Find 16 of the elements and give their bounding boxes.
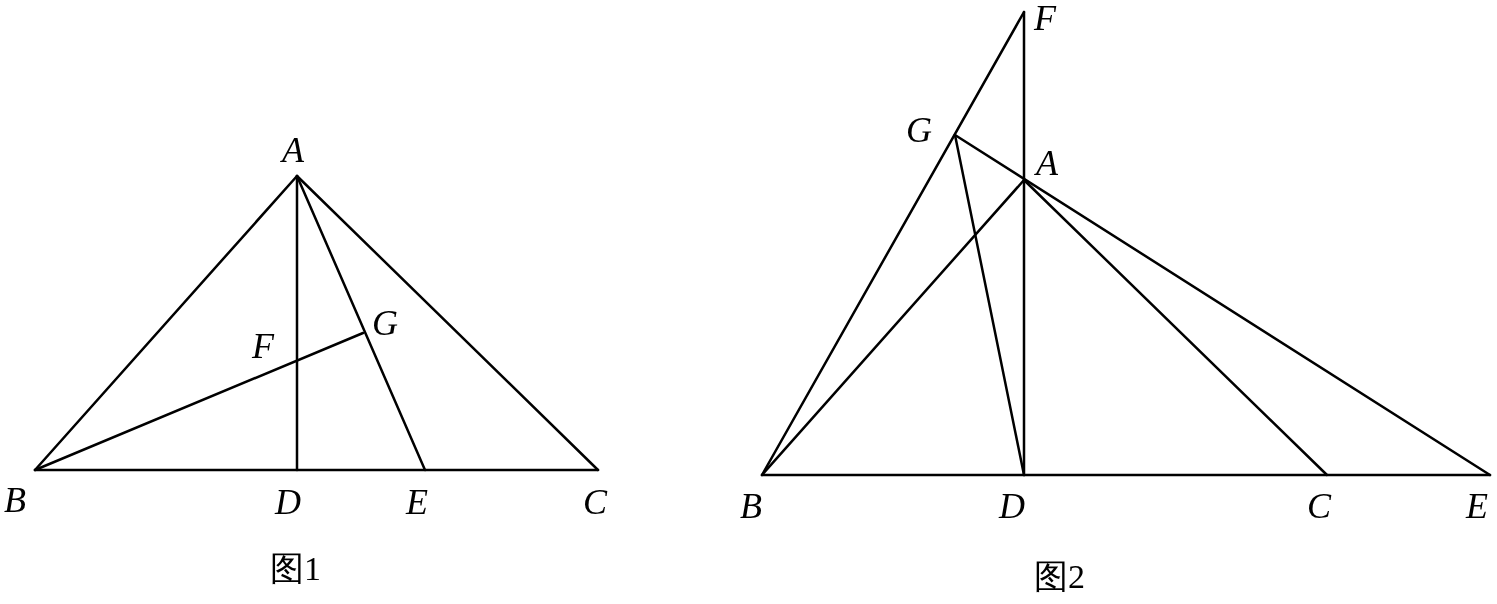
point-label: G [372, 305, 398, 341]
point-label: D [999, 488, 1025, 524]
point-label: E [1466, 488, 1488, 524]
point-label: B [4, 482, 26, 518]
point-label: A [282, 132, 304, 168]
figure-caption: 图2 [1034, 560, 1085, 594]
point-label: C [1307, 488, 1331, 524]
figure-caption: 图1 [270, 552, 321, 586]
point-label: G [906, 112, 932, 148]
point-label: E [406, 484, 428, 520]
point-label: F [252, 328, 274, 364]
point-label: F [1034, 0, 1056, 36]
point-label: C [583, 484, 607, 520]
point-label: D [275, 484, 301, 520]
point-label: A [1036, 145, 1058, 181]
point-label: B [740, 488, 762, 524]
